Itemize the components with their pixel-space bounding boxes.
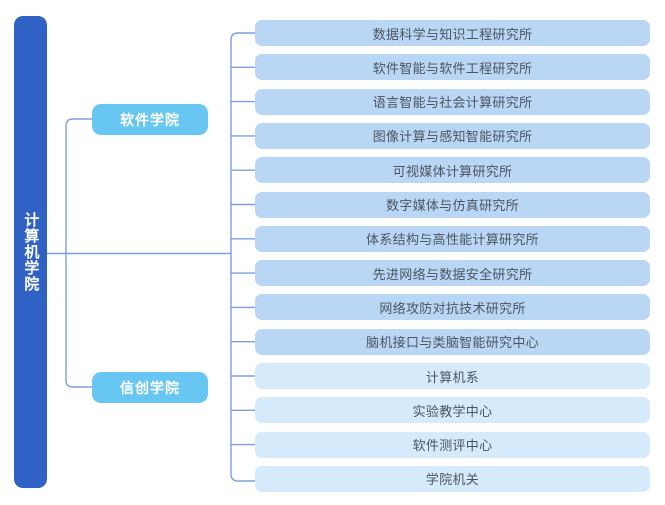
leaf-node[interactable]: 体系结构与高性能计算研究所 <box>255 225 650 252</box>
leaf-node-label: 学院机关 <box>425 472 480 488</box>
branch-connector-2 <box>65 253 92 388</box>
branch-node-software-school[interactable]: 软件学院 <box>92 104 208 135</box>
leaf-stub-14 <box>230 473 255 482</box>
leaf-node[interactable]: 脑机接口与类脑智能研究中心 <box>255 328 650 355</box>
leaf-node-label: 网络攻防对抗技术研究所 <box>379 300 526 316</box>
leaf-node[interactable]: 软件测评中心 <box>255 431 650 458</box>
leaf-node-label: 先进网络与数据安全研究所 <box>372 266 533 282</box>
leaf-node[interactable]: 网络攻防对抗技术研究所 <box>255 294 650 321</box>
leaf-node-label: 可视媒体计算研究所 <box>392 163 513 179</box>
leaf-node[interactable]: 软件智能与软件工程研究所 <box>255 54 650 81</box>
leaf-stub-1 <box>230 32 255 41</box>
root-node-label: 计算机学院 <box>22 212 40 292</box>
branch-connector-1 <box>65 118 92 254</box>
leaf-node-label: 脑机接口与类脑智能研究中心 <box>366 335 539 351</box>
branch-node-xinchuang-school[interactable]: 信创学院 <box>92 372 208 403</box>
leaf-node-label: 数据科学与知识工程研究所 <box>372 26 533 42</box>
leaf-node-label: 语言智能与社会计算研究所 <box>372 95 533 111</box>
leaf-node[interactable]: 数字媒体与仿真研究所 <box>255 191 650 218</box>
leaf-node[interactable]: 可视媒体计算研究所 <box>255 157 650 184</box>
leaf-node[interactable]: 先进网络与数据安全研究所 <box>255 260 650 287</box>
leaf-node[interactable]: 数据科学与知识工程研究所 <box>255 20 650 46</box>
branch-node-label: 信创学院 <box>120 379 180 396</box>
leaf-node-label: 计算机系 <box>425 369 480 385</box>
leaf-node[interactable]: 实验教学中心 <box>255 397 650 424</box>
leaf-node-label: 实验教学中心 <box>412 403 493 419</box>
leaf-node-label: 体系结构与高性能计算研究所 <box>366 232 539 248</box>
root-node[interactable]: 计算机学院 <box>14 16 47 488</box>
leaf-node-label: 软件测评中心 <box>412 438 493 454</box>
leaf-node[interactable]: 图像计算与感知智能研究所 <box>255 122 650 149</box>
branch-node-label: 软件学院 <box>120 111 180 128</box>
leaf-node[interactable]: 语言智能与社会计算研究所 <box>255 88 650 115</box>
leaf-node[interactable]: 计算机系 <box>255 363 650 389</box>
leaf-node-label: 数字媒体与仿真研究所 <box>385 198 519 213</box>
leaf-node-label: 软件智能与软件工程研究所 <box>372 60 533 76</box>
leaf-node[interactable]: 学院机关 <box>255 465 650 492</box>
leaf-node-label: 图像计算与感知智能研究所 <box>372 129 533 145</box>
